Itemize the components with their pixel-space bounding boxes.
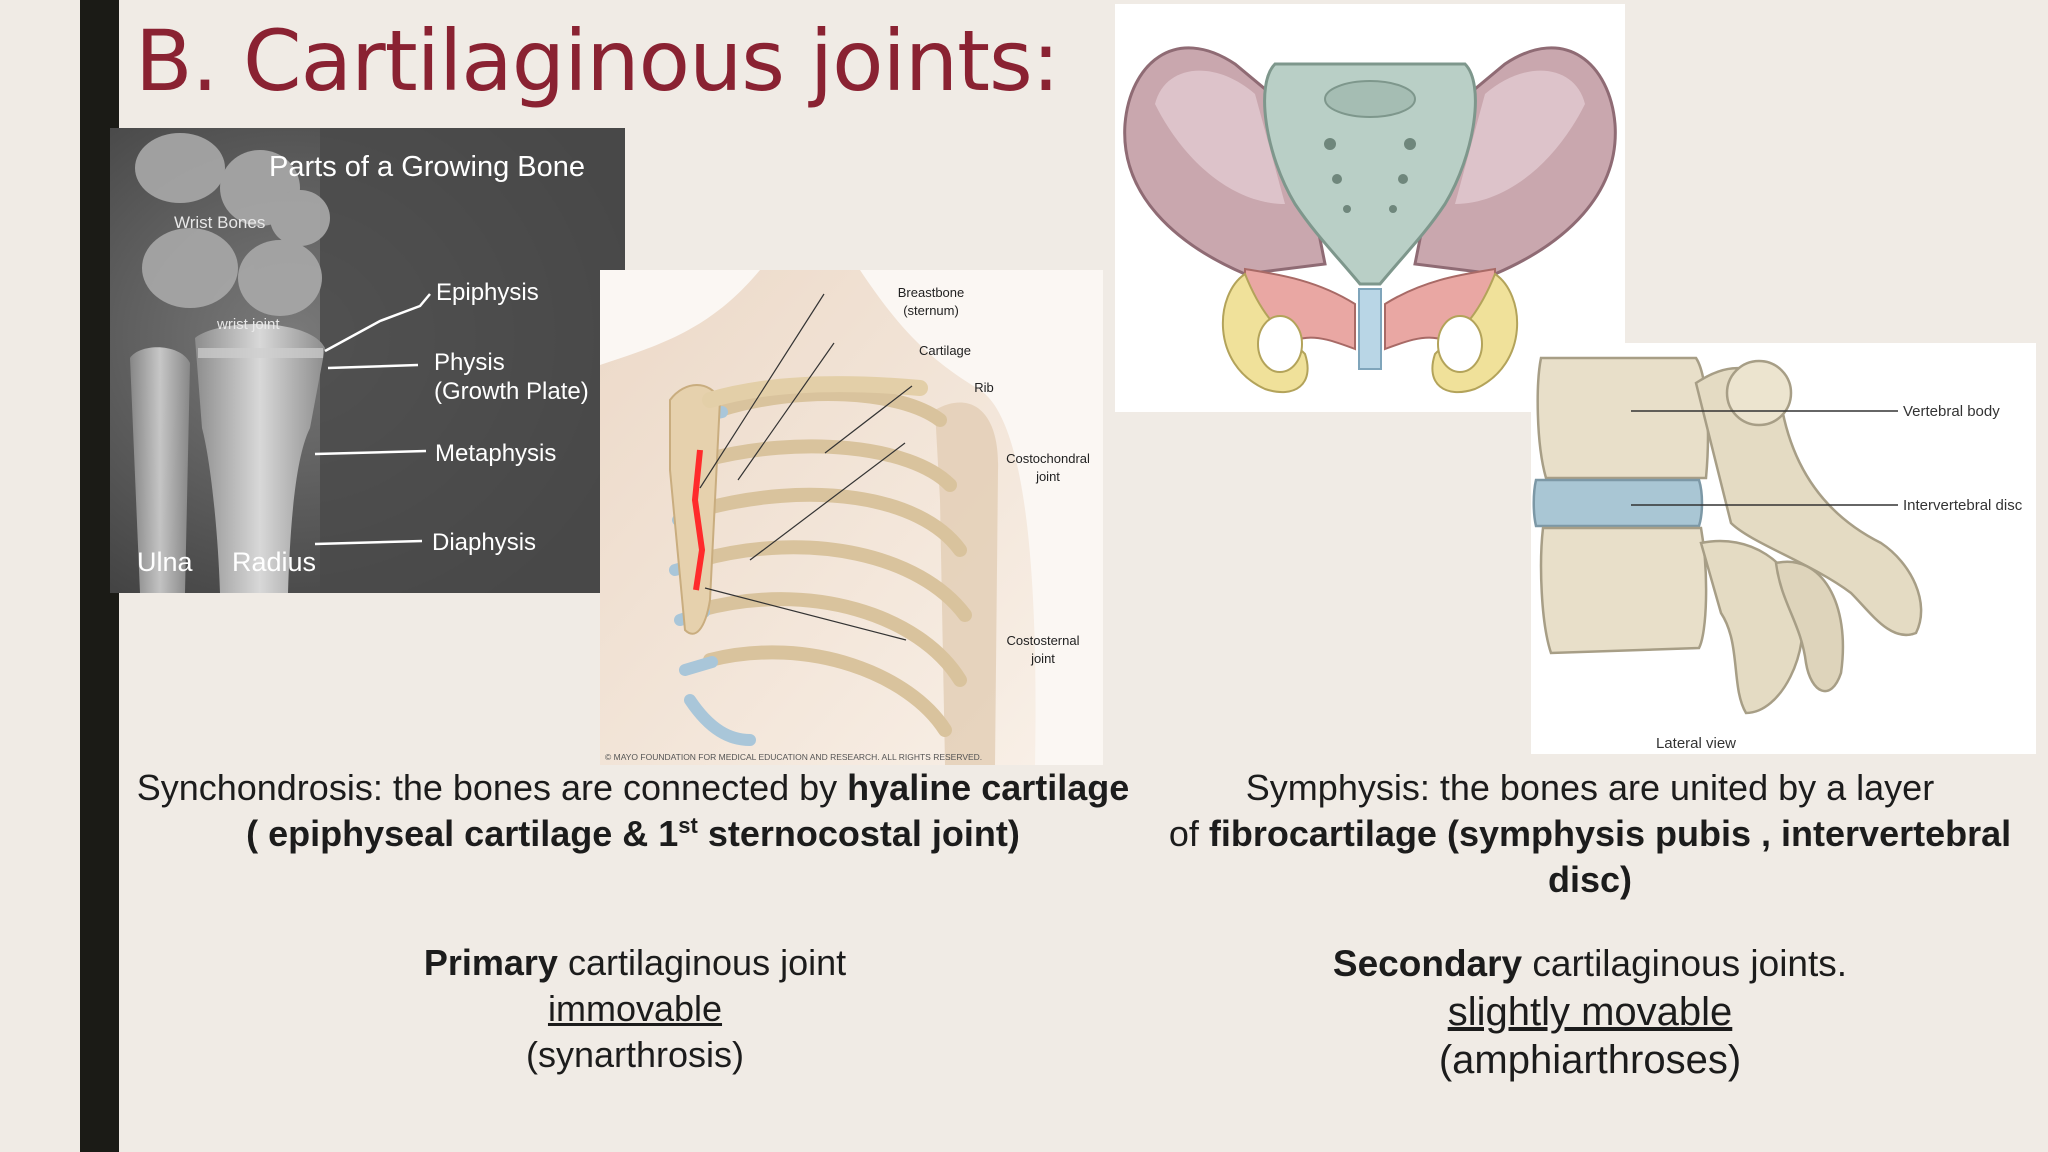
rib-label: Rib [974,380,994,395]
diaphysis-label: Diaphysis [432,529,536,556]
synchondrosis-example-a: ( epiphyseal cartilage & 1 [246,813,679,854]
symphysis-line-2: of fibrocartilage (symphysis pubis , int… [1160,811,2020,857]
synchondrosis-text: : the bones are connected by [372,767,848,808]
rib-cage-pointer-lines [699,293,913,641]
vertebra-pointer-lines [1631,410,1898,506]
sternocostal-joint-highlight [691,449,706,591]
symphysis-text-of: of [1168,813,1209,854]
primary-classification: (synarthrosis) [525,1034,745,1075]
synchondrosis-description: Synchondrosis: the bones are connected b… [118,765,1148,857]
costochondral-joint-label: joint [1035,469,1060,484]
ordinal-superscript: st [678,813,698,838]
primary-mobility: immovable [547,988,723,1029]
physis-label: Physis [434,349,505,376]
wrist-bones-label: Wrist Bones [174,213,265,232]
cartilage-label: Cartilage [919,343,971,358]
synchondrosis-line-2: ( epiphyseal cartilage & 1st sternocosta… [118,811,1148,857]
costosternal-joint-label: joint [1030,651,1055,666]
mayo-credit: © MAYO FOUNDATION FOR MEDICAL EDUCATION … [605,752,982,762]
synchondrosis-example-b: sternocostal joint) [697,813,1020,854]
fibrocartilage-term: fibrocartilage (symphysis pubis , interv… [1208,813,2012,854]
symphysis-line-1: Symphysis: the bones are united by a lay… [1160,765,2020,811]
pubic-symphysis-shape [1358,288,1382,370]
wrist-joint-label: wrist joint [216,316,280,333]
costosternal-label: Costosternal [1007,633,1080,648]
symphysis-line-3: disc) [1160,857,2020,903]
symphysis-disc-term: disc) [1547,859,1633,900]
growth-plate-label: (Growth Plate) [434,378,589,405]
secondary-type-text: cartilaginous joints. [1522,943,1848,984]
upper-vertebral-body-shape [1536,356,1710,480]
ribs-shape [693,386,972,737]
vertebra-illustration: Vertebral body Intervertebral disc Later… [1531,343,2036,754]
symphysis-description: Symphysis: the bones are united by a lay… [1160,765,2020,903]
vertebral-body-label: Vertebral body [1903,403,2000,420]
primary-joint-summary: Primary cartilaginous joint immovable (s… [300,940,970,1078]
xray-title: Parts of a Growing Bone [269,151,585,183]
growing-bone-xray-figure: Parts of a Growing Bone Wrist Bones wris… [110,128,625,593]
secondary-mobility-line: slightly movable [1240,988,1940,1036]
secondary-mobility: slightly movable [1447,990,1733,1034]
secondary-joint-summary: Secondary cartilaginous joints. slightly… [1240,940,1940,1084]
secondary-term: Secondary [1332,943,1523,984]
synchondrosis-examples: ( epiphyseal cartilage & 1st sternocosta… [246,813,1020,854]
primary-type-text: cartilaginous joint [557,942,847,983]
synchondrosis-term: Synchondrosis [136,767,373,808]
breastbone-label: Breastbone [898,285,965,300]
primary-joint-type: Primary cartilaginous joint [300,940,970,986]
synchondrosis-line-1: Synchondrosis: the bones are connected b… [118,765,1148,811]
intervertebral-disc-shape [1532,478,1704,528]
sternum-label: (sternum) [903,303,959,318]
xray-pointer-lines [314,293,431,546]
radius-bone-shape [195,324,325,593]
hyaline-cartilage-term: hyaline cartilage [847,767,1130,808]
costochondral-label: Costochondral [1006,451,1090,466]
vertebra-figure: Vertebral body Intervertebral disc Later… [1531,343,2036,754]
epiphysis-label: Epiphysis [436,279,539,306]
ulna-bone-shape [130,347,190,593]
primary-mobility-line: immovable [300,986,970,1032]
ulna-label: Ulna [137,547,194,577]
secondary-joint-type: Secondary cartilaginous joints. [1240,940,1940,988]
radius-label: Radius [232,547,316,577]
primary-term: Primary [423,942,558,983]
wrist-bones-shape [135,133,330,316]
secondary-classification: (amphiarthroses) [1438,1038,1742,1082]
lateral-view-label: Lateral view [1656,735,1736,752]
metaphysis-label: Metaphysis [435,440,556,467]
lower-vertebral-body-shape [1539,526,1708,655]
intervertebral-disc-label: Intervertebral disc [1903,497,2023,514]
slide-title: B. Cartilaginous joints: [135,12,1060,110]
symphysis-term: Symphysis [1245,767,1420,808]
rib-cage-figure: Breastbone (sternum) Cartilage Rib Costo… [600,270,1103,765]
symphysis-text: : the bones are united by a layer [1419,767,1935,808]
xray-illustration: Parts of a Growing Bone Wrist Bones wris… [110,128,625,593]
rib-cage-illustration: Breastbone (sternum) Cartilage Rib Costo… [600,270,1103,765]
sacrum-shape [1263,62,1477,286]
